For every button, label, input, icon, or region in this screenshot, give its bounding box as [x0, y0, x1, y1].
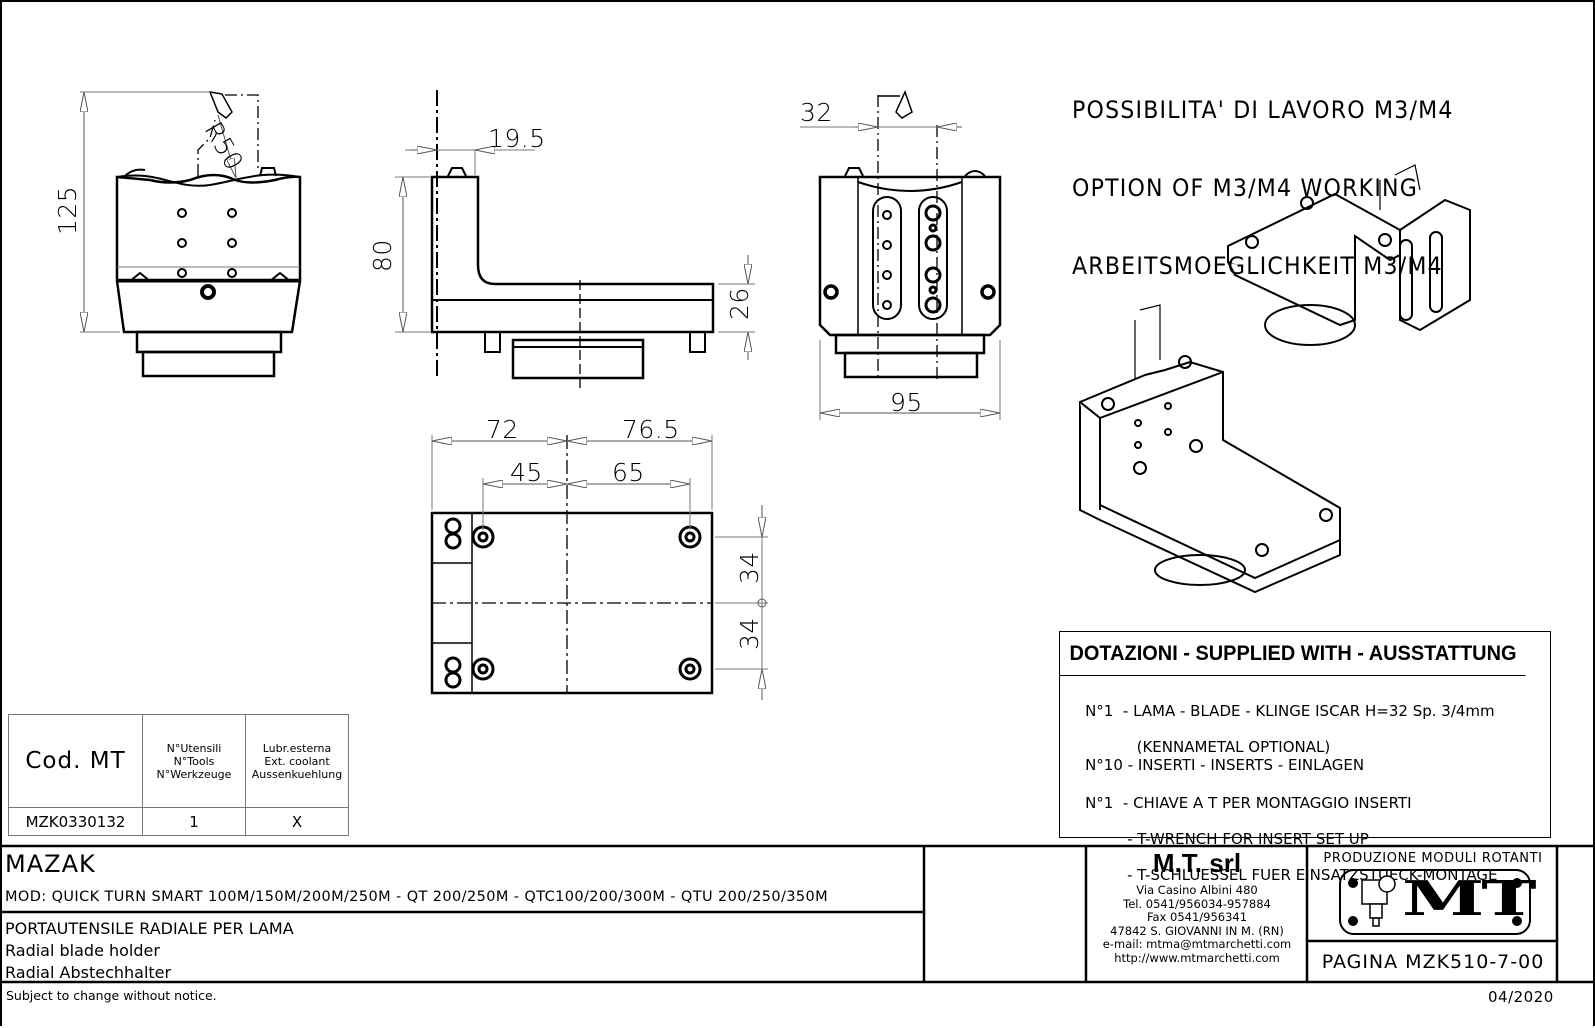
supplied-item: N°10 - INSERTI - INSERTS - EINLAGEN: [1066, 738, 1364, 792]
supplied-item-line: - T-WRENCH FOR INSERT SET UP: [1127, 830, 1369, 848]
option-note-line: OPTION OF M3/M4 WORKING: [1072, 174, 1419, 202]
dim-height-80: 80: [368, 239, 397, 272]
supplied-item-qty: N°1: [1085, 794, 1114, 812]
supplied-item-qty: N°10: [1085, 756, 1123, 774]
supplied-item-line: - LAMA - BLADE - KLINGE ISCAR H=32 Sp. 3…: [1122, 702, 1495, 720]
dim-offset-19-5: 19.5: [488, 124, 546, 153]
option-note-line: ARBEITSMOEGLICHKEIT M3/M4: [1072, 252, 1443, 280]
revision-date: 04/2020: [1488, 988, 1554, 1006]
supplied-item-line: - CHIAVE A T PER MONTAGGIO INSERTI: [1122, 794, 1412, 812]
table-row: MZK0330132 1 X: [8, 807, 349, 836]
product-description: PORTAUTENSILE RADIALE PER LAMA Radial bl…: [5, 918, 294, 984]
website-link[interactable]: http://www.mtmarchetti.com: [1114, 950, 1280, 965]
dim-width-45: 45: [510, 458, 543, 487]
isometric-view-lower: [1079, 304, 1341, 594]
side-view: [395, 90, 755, 390]
page-number: PAGINA MZK510-7-00: [1321, 951, 1545, 973]
cell-tools: 1: [142, 807, 246, 836]
cell-code: MZK0330132: [8, 807, 143, 836]
header-cod-mt: Cod. MT: [8, 714, 143, 808]
isometric-view-upper: [1227, 164, 1471, 346]
header-tools-line: N°Werkzeuge: [156, 767, 232, 781]
header-coolant-line: Aussenkuehlung: [251, 767, 343, 781]
supplied-item-line: (KENNAMETAL OPTIONAL): [1127, 738, 1331, 756]
company-address: Via Casino Albini 480 Tel. 0541/956034-9…: [1088, 883, 1306, 965]
front-view: [80, 91, 302, 378]
supplied-item-qty: N°1: [1085, 702, 1114, 720]
option-note-line: POSSIBILITA' DI LAVORO M3/M4: [1072, 96, 1454, 124]
header-tools-line: N°Tools: [173, 754, 215, 768]
dim-height-34-lower: 34: [735, 617, 764, 650]
dim-height-34-upper: 34: [735, 551, 764, 584]
dim-width-65: 65: [612, 458, 645, 487]
header-tools-line: N°Utensili: [166, 741, 222, 755]
dim-width-72: 72: [486, 415, 519, 444]
header-coolant: Lubr.esterna Ext. coolant Aussenkuehlung: [245, 714, 349, 808]
dim-height-26: 26: [725, 287, 754, 320]
machine-models: MOD: QUICK TURN SMART 100M/150M/200M/250…: [5, 889, 829, 905]
logo-text: MT: [1402, 871, 1537, 927]
supplied-with-box: DOTAZIONI - SUPPLIED WITH - AUSSTATTUNG …: [1059, 631, 1551, 884]
description-line: Radial blade holder: [5, 941, 160, 960]
company-name: M.T. srl: [1152, 848, 1242, 878]
address-line: Fax 0541/956341: [1146, 910, 1248, 924]
dim-height-125: 125: [53, 185, 82, 235]
email-link[interactable]: e-mail: mtma@mtmarchetti.com: [1102, 937, 1292, 951]
end-view: [800, 89, 1002, 420]
rotary-module-icon: [1348, 875, 1522, 927]
top-view: [430, 435, 768, 700]
description-line: PORTAUTENSILE RADIALE PER LAMA: [5, 919, 294, 938]
cell-coolant: X: [245, 807, 349, 836]
supplied-item: N°1 - LAMA - BLADE - KLINGE ISCAR H=32 S…: [1066, 684, 1495, 774]
address-line: 47842 S. GIOVANNI IN M. (RN): [1110, 923, 1284, 938]
address-line: Via Casino Albini 480: [1136, 883, 1258, 897]
dim-width-32: 32: [800, 98, 833, 127]
option-note: POSSIBILITA' DI LAVORO M3/M4 OPTION OF M…: [1072, 45, 1454, 305]
production-label: PRODUZIONE MODULI ROTANTI: [1323, 851, 1543, 866]
supplied-item-line: - T-SCHLUESSEL FUER EINSATZSTUECK-MONTAG…: [1127, 866, 1498, 884]
supplied-with-title: DOTAZIONI - SUPPLIED WITH - AUSSTATTUNG: [1060, 632, 1526, 676]
supplied-item: N°1 - CHIAVE A T PER MONTAGGIO INSERTI -…: [1066, 776, 1498, 902]
machine-brand: MAZAK: [5, 850, 96, 878]
dim-width-95: 95: [890, 388, 923, 417]
dim-width-76-5: 76.5: [622, 415, 680, 444]
title-block-lines: [0, 844, 1595, 984]
header-coolant-line: Ext. coolant: [264, 754, 330, 768]
mt-logo: MT: [1340, 870, 1537, 934]
header-coolant-line: Lubr.esterna: [262, 741, 332, 755]
code-table-header: Cod. MT N°Utensili N°Tools N°Werkzeuge L…: [8, 714, 349, 808]
header-tools: N°Utensili N°Tools N°Werkzeuge: [142, 714, 246, 808]
address-line: Tel. 0541/956034-957884: [1123, 896, 1271, 911]
description-line: Radial Abstechhalter: [5, 963, 172, 982]
code-table: Cod. MT N°Utensili N°Tools N°Werkzeuge L…: [8, 714, 349, 836]
supplied-item-line: - INSERTI - INSERTS - EINLAGEN: [1127, 756, 1365, 774]
disclaimer: Subject to change without notice.: [6, 988, 217, 1003]
